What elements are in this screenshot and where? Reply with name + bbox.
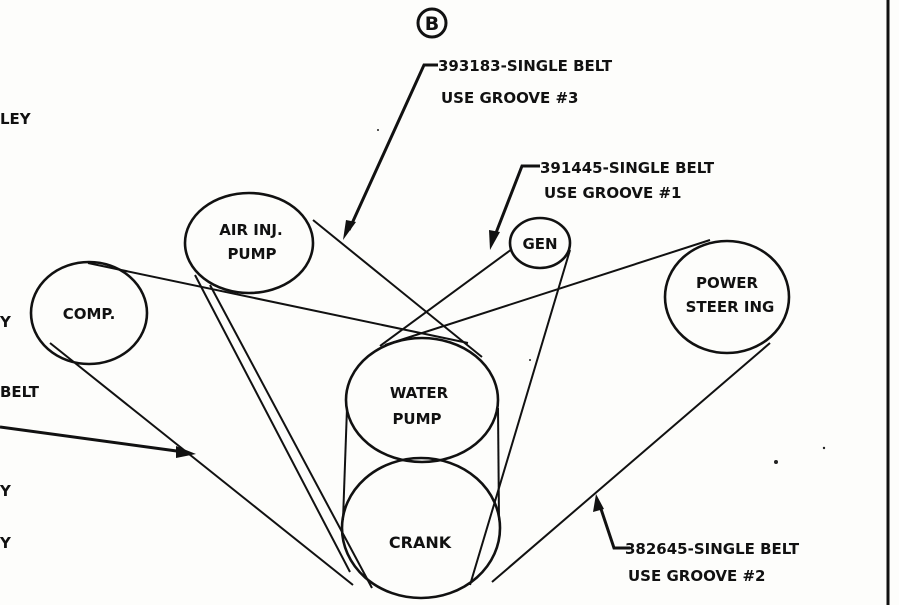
pulley-comp: COMP. xyxy=(29,260,149,366)
callout-391445: 391445-SINGLE BELT USE GROOVE #1 xyxy=(489,159,715,250)
callout-382645: 382645-SINGLE BELT USE GROOVE #2 xyxy=(593,494,800,585)
belt-393183-inner xyxy=(209,284,373,589)
fragment-belt: BELT xyxy=(0,383,40,401)
leader-391445 xyxy=(492,164,540,239)
belt-crank-water-left xyxy=(342,407,348,521)
callout-382645-line-1: 382645-SINGLE BELT xyxy=(625,540,800,558)
leader-382645 xyxy=(598,505,630,550)
leader-left xyxy=(0,425,185,454)
water-pump-label-1: WATER xyxy=(390,384,449,402)
belt-393183-right xyxy=(312,219,483,358)
belt-comp-top xyxy=(87,262,469,344)
power-steering-label-2: STEER ING xyxy=(686,298,775,316)
power-steering-label-1: POWER xyxy=(696,274,759,292)
belt-crank-water-right xyxy=(497,407,500,521)
arrow-left xyxy=(176,446,196,458)
belt-382645-top xyxy=(384,239,711,346)
callout-393183-line-2: USE GROOVE #3 xyxy=(441,89,579,107)
callout-382645-line-2: USE GROOVE #2 xyxy=(628,567,766,585)
belt-393183-left xyxy=(194,274,351,573)
leader-393183 xyxy=(347,63,438,231)
arrow-382645 xyxy=(593,494,604,512)
arrow-391445 xyxy=(489,230,500,250)
callout-393183-line-1: 393183-SINGLE BELT xyxy=(438,57,613,75)
callout-left-cutoff xyxy=(0,425,196,458)
air-inj-pump-label-2: PUMP xyxy=(227,245,276,263)
fragment-y-2: Y xyxy=(0,482,12,500)
marker-b: B xyxy=(416,7,448,39)
belt-comp-bottom xyxy=(49,342,354,586)
pulley-water-pump: WATER PUMP xyxy=(344,336,500,464)
belt-382645-bottom xyxy=(491,342,771,583)
crank-label: CRANK xyxy=(389,533,452,552)
left-edge-fragments: LEY Y BELT Y Y xyxy=(0,110,40,552)
water-pump-label-2: PUMP xyxy=(392,410,441,428)
pulley-gen: GEN xyxy=(508,216,572,270)
callout-391445-line-1: 391445-SINGLE BELT xyxy=(540,159,715,177)
belt-391445-right xyxy=(469,249,571,586)
pulley-crank: CRANK xyxy=(340,456,502,600)
air-inj-pump-label-1: AIR INJ. xyxy=(219,221,282,239)
arrow-393183 xyxy=(343,220,356,240)
comp-label: COMP. xyxy=(63,305,116,323)
marker-b-label: B xyxy=(425,13,439,35)
belt-391445-left xyxy=(379,248,513,347)
callout-391445-line-2: USE GROOVE #1 xyxy=(544,184,682,202)
fragment-y-1: Y xyxy=(0,313,12,331)
belt-lines xyxy=(49,219,771,589)
scan-specks xyxy=(377,129,826,464)
fragment-ley: LEY xyxy=(0,110,32,128)
pulley-power-steering: POWER STEER ING xyxy=(663,239,791,355)
pulley-air-inj-pump: AIR INJ. PUMP xyxy=(183,191,315,295)
callout-393183: 393183-SINGLE BELT USE GROOVE #3 xyxy=(343,57,613,240)
fragment-y-3: Y xyxy=(0,534,12,552)
gen-label: GEN xyxy=(522,235,557,253)
